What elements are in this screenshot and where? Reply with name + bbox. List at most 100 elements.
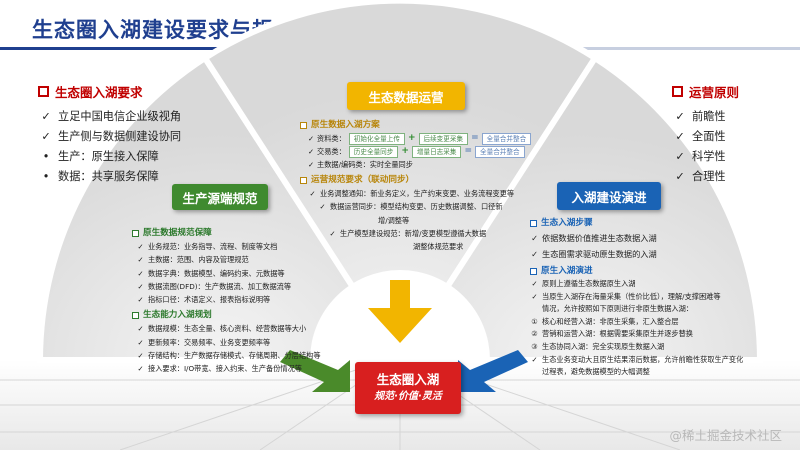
left-arrow	[280, 350, 350, 392]
flow-box: 历史全量同步	[348, 145, 399, 158]
list-item: ✓ 业务规范：业务指导、流程、制度等文档	[136, 240, 352, 253]
list-item: 过程表，避免数据模型的大幅调整	[530, 366, 792, 379]
check-icon: ✓	[531, 279, 538, 288]
flow-label: 资料类：	[317, 134, 346, 143]
check-icon: ✓	[137, 337, 144, 347]
equals-icon: =	[471, 133, 479, 143]
number-icon: ③	[531, 341, 538, 351]
check-icon: ✓	[531, 233, 538, 243]
check-icon: ✓	[137, 268, 144, 278]
check-icon: ✓	[329, 228, 336, 238]
heading-text: 原生入湖演进	[541, 266, 593, 276]
right-section-heading2: 原生入湖演进	[530, 264, 792, 278]
left-panel-heading-text: 生态圈入湖要求	[55, 85, 143, 100]
flow-box: 初始化全量上传	[348, 132, 405, 145]
list-item: 湖整体规范要求	[308, 240, 550, 253]
list-item-text: 生态业务变动大且原生结果滞后数据，允许前瞻性获取生产变化	[542, 354, 744, 364]
check-icon: ✓	[531, 354, 538, 364]
top-section-heading1: 原生数据入湖方案	[300, 118, 550, 132]
list-item-text: 数据：共享服务保障	[58, 170, 159, 183]
check-icon: ✓	[675, 130, 685, 143]
number-icon: ②	[531, 329, 538, 339]
check-icon: ✓	[41, 110, 51, 123]
check-icon: ✓	[137, 281, 144, 291]
dot-icon: •	[42, 150, 50, 163]
square-bullet-icon	[38, 86, 49, 97]
list-item-text: 数据运营同步：模型结构变更、历史数据调整、口径新	[330, 202, 503, 212]
right-panel: 运营原则 ✓前瞻性 ✓全面性 ✓科学性 ✓合理性	[672, 82, 792, 187]
list-item-text: 接入要求：I/O带宽、接入约束、生产备份情况等	[148, 364, 302, 374]
flow-row: ✓ 资料类： 初始化全量上传 + 后续变更采集 = 全量合并整合	[308, 132, 550, 145]
center-title: 生态圈入湖	[376, 372, 440, 387]
list-item: ✓ 全面性	[674, 127, 792, 147]
list-item: •数据：共享服务保障	[40, 167, 248, 187]
list-item: ✓合理性	[674, 167, 792, 187]
flow-row: ✓ 交易类： 历史全量同步 + 增量日志采集 = 全量合并整合	[308, 145, 550, 158]
heading-text: 生态入湖步骤	[541, 218, 593, 228]
left-section-badge: 生产源端规范	[172, 184, 268, 210]
list-item-text: 情况，允许按照如下原则进行非原生数据入湖：	[542, 304, 693, 314]
list-item: ✓存储结构：生产数据存储模式、存储周期、分层结构等	[136, 349, 352, 362]
list-item-text: 生产侧与数据侧建设协同	[58, 130, 182, 143]
list-item-text: 更新频率：交易频率、业务变更频率等	[148, 337, 271, 347]
list-item: ✓ 立足中国电信企业级视角	[40, 107, 248, 127]
list-item-text: 全面性	[692, 130, 726, 143]
list-item-text: 存储结构：生产数据存储模式、存储周期、分层结构等	[148, 351, 321, 361]
left-section-list2: ✓数据规模：生态全量、核心资料、经营数据等大小 ✓ 更新频率：交易频率、业务变更频…	[136, 322, 352, 375]
list-item: ✓主数据：范围、内容及管理规范	[136, 253, 352, 266]
center-hub-card: 生态圈入湖 规范·价值·灵活	[355, 362, 461, 414]
list-item-text: 湖整体规范要求	[413, 242, 464, 252]
left-panel-list: ✓立足中国电信企业级视角 ✓生产侧与数据侧建设协同 •生产：原生接入保障 •数据…	[40, 107, 248, 187]
list-item: ✓ 生产侧与数据侧建设协同	[40, 127, 248, 147]
check-icon: ✓	[308, 160, 315, 169]
left-section-heading1: 原生数据规范保障	[132, 226, 352, 240]
check-icon: ✓	[675, 110, 685, 123]
check-icon: ✓	[531, 249, 538, 259]
right-panel-heading-text: 运营原则	[689, 85, 740, 100]
check-icon: ✓	[41, 130, 51, 143]
list-item: ✓数据运营同步：模型结构变更、历史数据调整、口径新	[308, 200, 550, 213]
heading-text: 原生数据规范保障	[143, 228, 212, 238]
list-item: ✓ 数据流图(DFD)：生产数据流、加工数据流等	[136, 280, 352, 293]
right-section-list2: ✓ 原则上遵循生态数据原生入湖 ✓当原生入湖存在海量采集（性价比低），理解/支撑困…	[530, 278, 792, 379]
top-section-heading2: 运营规范要求（联动同步）	[300, 173, 550, 187]
list-item: •生产：原生接入保障	[40, 147, 248, 167]
list-item-text: 数据规模：生态全量、核心资料、经营数据等大小	[148, 324, 307, 334]
list-item-text: 原则上遵循生态数据原生入湖	[542, 279, 636, 288]
list-item: ✓当原生入湖存在海量采集（性价比低），理解/支撑困难等	[530, 291, 792, 304]
list-item: ✓接入要求：I/O带宽、接入约束、生产备份情况等	[136, 362, 352, 375]
list-item-text: 立足中国电信企业级视角	[58, 110, 182, 123]
list-item-text: 科学性	[692, 150, 726, 163]
list-item-text: 业务规范：业务指导、流程、制度等文档	[148, 242, 278, 251]
check-icon: ✓	[308, 147, 315, 156]
list-item: ✓生态圈需求驱动原生数据的入湖	[530, 246, 792, 262]
right-section-list1: ✓依据数据价值推进生态数据入湖 ✓生态圈需求驱动原生数据的入湖	[530, 230, 792, 262]
left-section-list1: ✓业务规范：业务指导、流程、制度等文档 ✓主数据：范围、内容及管理规范 ✓数据字…	[136, 240, 352, 306]
top-section-body: 原生数据入湖方案 ✓ 资料类： 初始化全量上传 + 后续变更采集 = 全量合并整…	[300, 118, 550, 253]
number-icon: ①	[531, 316, 538, 326]
right-arrow	[458, 350, 528, 392]
list-item: 增/调整等	[308, 214, 550, 227]
list-item-text: 增/调整等	[378, 215, 410, 225]
right-section-heading1: 生态入湖步骤	[530, 216, 792, 230]
left-section-heading2: 生态能力入湖规划	[132, 308, 352, 322]
check-icon: ✓	[137, 242, 144, 251]
right-section-body: 生态入湖步骤 ✓依据数据价值推进生态数据入湖 ✓生态圈需求驱动原生数据的入湖 原…	[530, 216, 792, 379]
check-icon: ✓	[137, 295, 144, 305]
check-icon: ✓	[137, 255, 144, 265]
top-sector	[200, 0, 600, 366]
list-item-text: 业务调整通知：新业务定义，生产约束变更、业务流程变更等	[320, 189, 515, 198]
list-item: ✓ 原则上遵循生态数据原生入湖	[530, 278, 792, 291]
list-item: ✓业务调整通知：新业务定义，生产约束变更、业务流程变更等	[308, 187, 550, 200]
list-item: ✓科学性	[674, 147, 792, 167]
plus-icon: +	[401, 146, 409, 156]
list-item-text: 指标口径：术语定义、报表指标说明等	[148, 295, 271, 305]
left-section-body: 原生数据规范保障 ✓ 业务规范：业务指导、流程、制度等文档 ✓主数据：范围、内容及…	[132, 226, 352, 376]
plus-icon: +	[407, 133, 416, 143]
square-bullet-icon	[300, 121, 307, 129]
list-item: ✓数据规模：生态全量、核心资料、经营数据等大小	[136, 322, 352, 335]
list-item-text: 数据流图(DFD)：生产数据流、加工数据流等	[148, 281, 292, 291]
watermark: @稀土掘金技术社区	[669, 428, 782, 443]
